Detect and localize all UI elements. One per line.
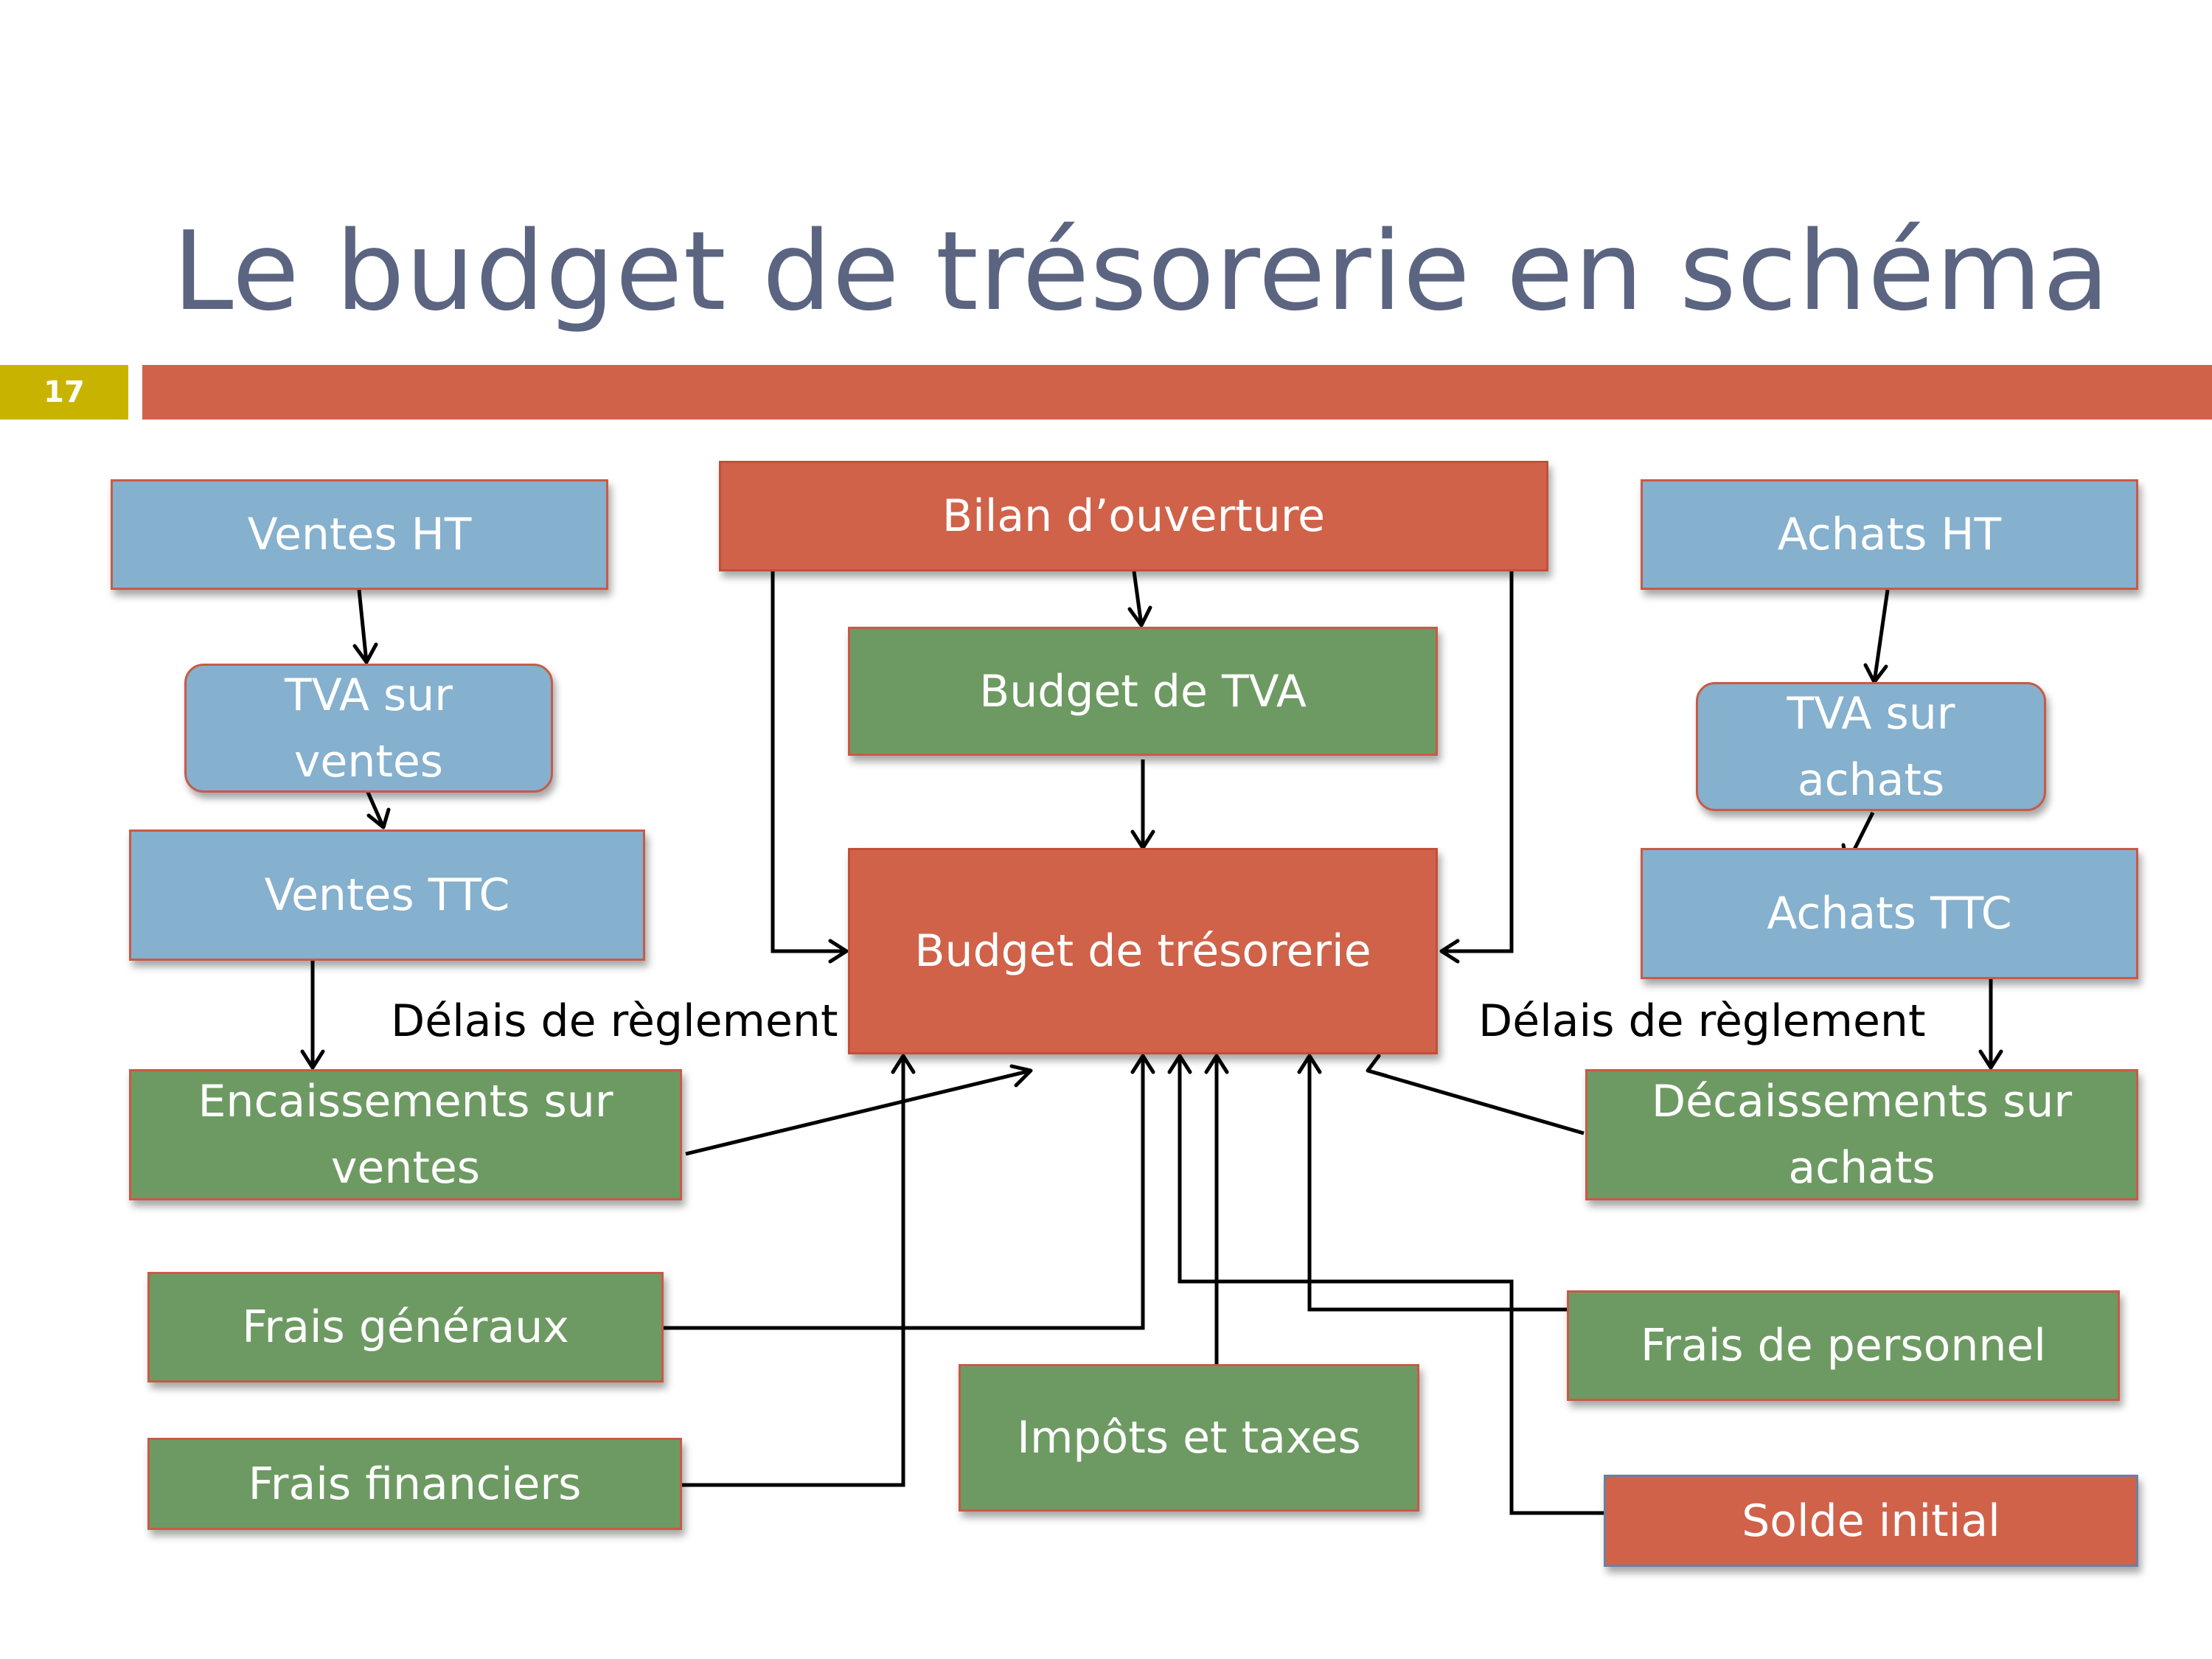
node-tva-ventes: TVA sur ventes: [184, 664, 553, 793]
node-budget-tresorerie: Budget de trésorerie: [848, 848, 1438, 1054]
arrowhead: [1204, 1054, 1229, 1074]
node-impots-taxes: Impôts et taxes: [959, 1364, 1419, 1512]
edge-bilan-to-tva: [1132, 571, 1144, 626]
node-solde-initial: Solde initial: [1604, 1475, 2138, 1567]
arrowhead: [828, 939, 849, 964]
arrowhead: [1130, 1054, 1155, 1074]
edge-achats-ht-to-tva: [1872, 589, 1890, 683]
edge-tva-ventes-to-ttc: [364, 787, 386, 829]
edge-frais-personnel-to-tresorerie: [1307, 1056, 1567, 1312]
edge-decaissements-to-tresorerie: [1367, 1068, 1585, 1135]
slide-title: Le budget de trésorerie en schéma: [173, 208, 2110, 335]
node-bilan-ouverture: Bilan d’ouverture: [719, 461, 1548, 571]
arrowhead: [352, 642, 378, 664]
node-frais-generaux: Frais généraux: [147, 1272, 664, 1382]
arrowhead: [1009, 1064, 1033, 1088]
node-ventes-ht: Ventes HT: [111, 479, 608, 590]
label-delais-right: Délais de règlement: [1478, 995, 1926, 1047]
label-delais-left: Délais de règlement: [391, 995, 838, 1047]
arrowhead: [1978, 1049, 2003, 1070]
arrowhead: [1439, 939, 1460, 964]
edge-bilan-right-to-tresorerie: [1441, 571, 1514, 953]
arrowhead: [891, 1054, 916, 1074]
node-decaissements: Décaissements sur achats: [1585, 1069, 2138, 1200]
edge-bilan-left-to-tresorerie: [771, 571, 846, 953]
slide-number-badge: 17: [0, 365, 128, 420]
node-frais-financiers: Frais financiers: [147, 1438, 682, 1530]
node-achats-ht: Achats HT: [1641, 479, 2138, 590]
arrowhead: [366, 807, 391, 830]
arrowhead: [1366, 1054, 1388, 1078]
edge-encaissements-to-tresorerie: [685, 1068, 1032, 1156]
arrowhead: [300, 1049, 325, 1070]
edge-frais-financiers-to-tresorerie: [682, 1056, 905, 1487]
node-ventes-ttc: Ventes TTC: [129, 830, 645, 961]
node-tva-achats: TVA sur achats: [1696, 682, 2046, 811]
arrowhead: [1167, 1054, 1192, 1074]
title-accent-bar: [142, 365, 2212, 420]
arrowhead: [1297, 1054, 1322, 1074]
node-frais-personnel: Frais de personnel: [1567, 1290, 2120, 1401]
node-achats-ttc: Achats TTC: [1641, 848, 2138, 979]
edge-solde-initial-to-tresorerie: [1178, 1056, 1604, 1515]
edge-ventes-ht-to-tva: [357, 589, 366, 662]
node-encaissements: Encaissements sur ventes: [129, 1069, 682, 1200]
arrowhead: [1127, 605, 1152, 627]
node-budget-tva: Budget de TVA: [848, 627, 1438, 756]
edge-frais-generaux-to-tresorerie: [664, 1056, 1145, 1330]
